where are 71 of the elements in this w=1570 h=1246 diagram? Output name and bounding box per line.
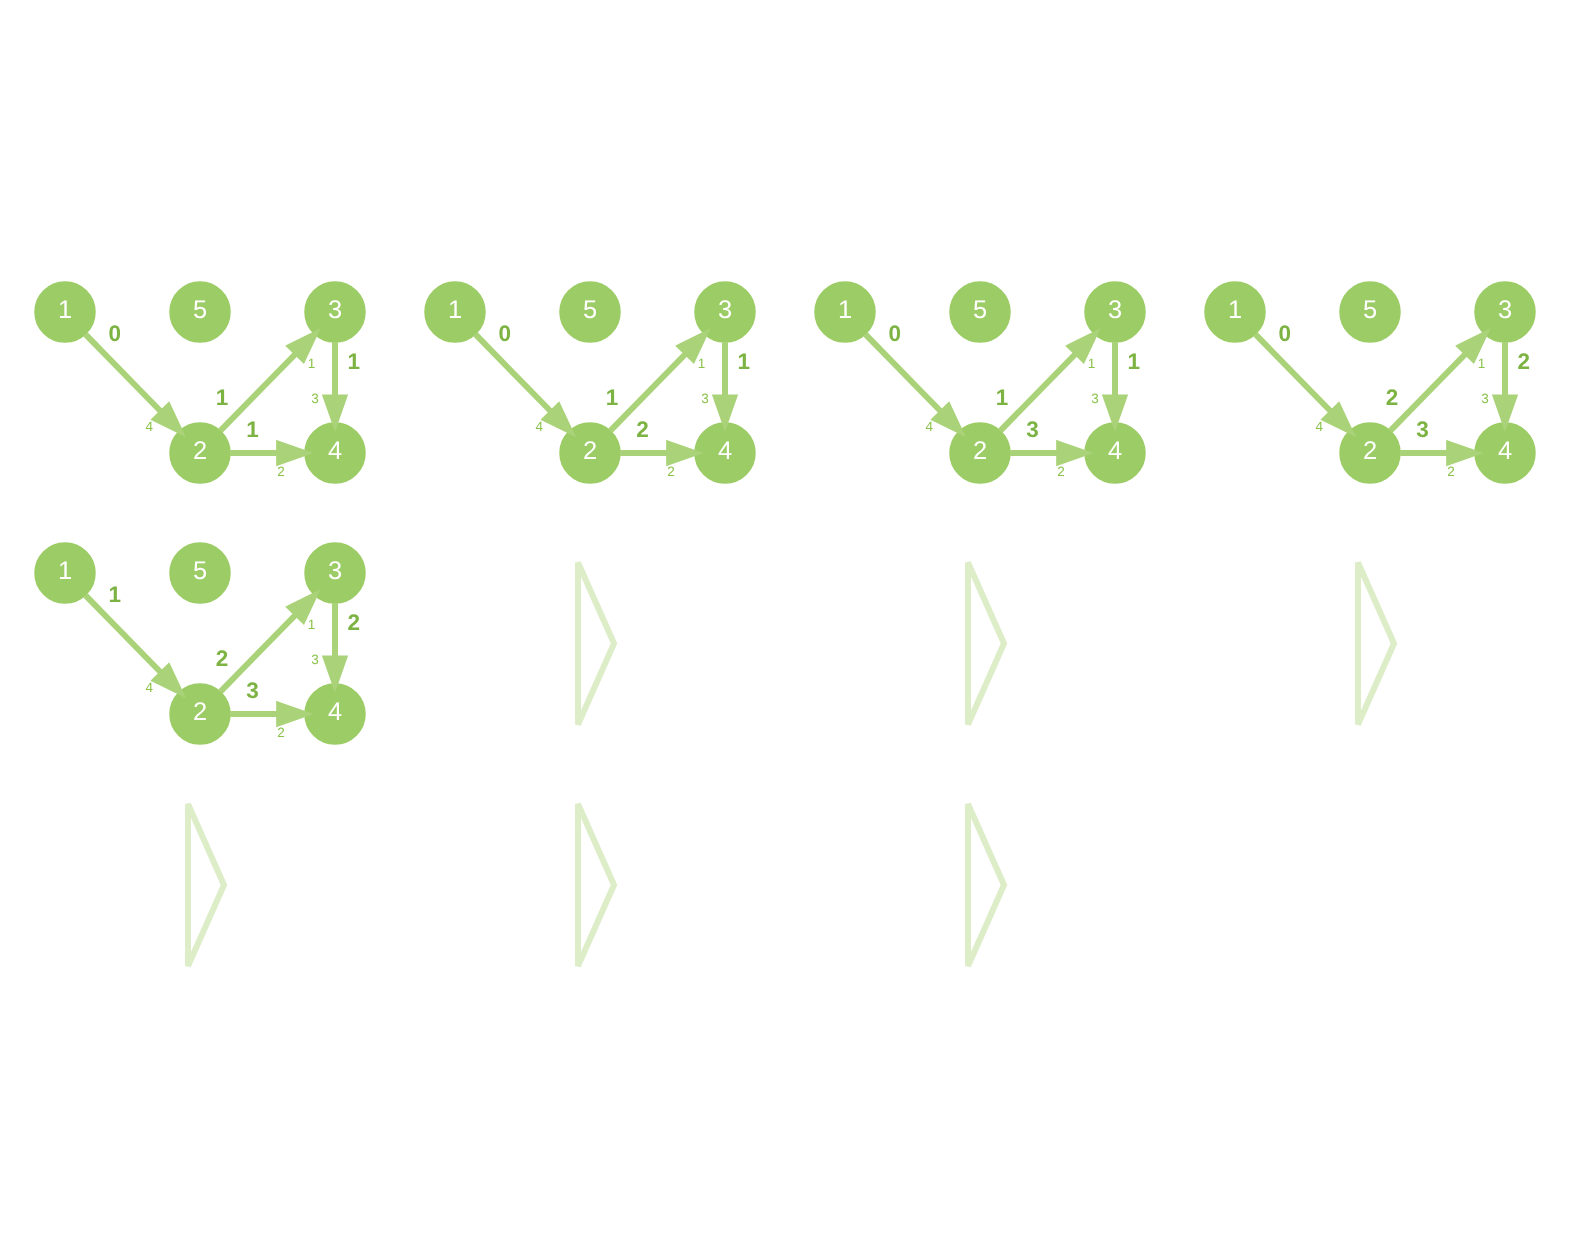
node-circle: 1 (814, 280, 876, 342)
node-circle: 1 (424, 280, 486, 342)
edge-label: 2 (215, 646, 229, 671)
node-circle: 5 (169, 280, 231, 342)
node-circle: 5 (169, 541, 231, 603)
arrow (998, 326, 1101, 432)
node-circle: 4 (1084, 421, 1146, 483)
edge-label: 2 (347, 610, 361, 635)
node-circle: 2 (169, 682, 231, 744)
node-chevron (1355, 558, 1398, 727)
node-circle: 1 (1204, 280, 1266, 342)
node-circle: 3 (304, 280, 366, 342)
edge-label: 1 (995, 385, 1009, 410)
edge-label: 1 (246, 418, 259, 443)
edge-label: 2 (1385, 385, 1399, 410)
node-chevron (185, 800, 228, 968)
node-circle: 3 (1084, 280, 1146, 342)
arrow (321, 341, 349, 432)
arrow (863, 331, 967, 437)
node-circle: 5 (949, 280, 1011, 342)
node-circle: 2 (559, 421, 621, 483)
edge-label: 1 (347, 349, 361, 374)
edge-label: 2 (636, 418, 649, 443)
node-circle: 4 (1474, 421, 1536, 483)
node-chevron (575, 800, 618, 968)
arrow (230, 438, 314, 466)
edge-label: 1 (737, 349, 751, 374)
edge-label: 0 (1278, 322, 1292, 347)
node-circle: 1 (34, 280, 96, 342)
node-circle: 5 (1339, 280, 1401, 342)
arrow (321, 602, 349, 693)
node-chevron (575, 558, 618, 727)
arrow (1010, 438, 1094, 466)
node-chevron (965, 800, 1008, 968)
arrow (218, 326, 321, 432)
arrow (1400, 438, 1484, 466)
edge-label: 1 (1127, 349, 1141, 374)
node-circle: 4 (304, 421, 366, 483)
node-circle: 3 (304, 541, 366, 603)
arrow (83, 592, 187, 698)
arrow (473, 331, 577, 437)
arrow (608, 326, 711, 432)
edge-label: 3 (246, 679, 259, 704)
arrow (620, 438, 704, 466)
edge-label: 0 (888, 322, 902, 347)
edge-label: 3 (1416, 418, 1429, 443)
node-circle: 4 (304, 682, 366, 744)
edge-label: 0 (498, 322, 512, 347)
arrow (1101, 341, 1129, 431)
edge-label: 1 (108, 583, 122, 608)
node-circle: 2 (1339, 421, 1401, 483)
node-circle: 5 (559, 280, 621, 342)
node-circle: 3 (694, 280, 756, 342)
node-circle: 2 (949, 421, 1011, 483)
node-circle: 3 (1474, 280, 1536, 342)
edge-label: 2 (1517, 349, 1531, 374)
node-circle: 2 (169, 421, 231, 483)
arrow (218, 587, 321, 693)
edge-label: 0 (108, 322, 122, 347)
edge-label: 3 (1026, 418, 1039, 443)
arrow (1491, 341, 1519, 431)
node-chevron (965, 558, 1008, 727)
edge-label: 1 (605, 385, 619, 410)
arrow (711, 341, 739, 431)
arrow (230, 699, 314, 727)
arrow (83, 331, 187, 437)
edge-label: 1 (215, 385, 229, 410)
arrow (1388, 326, 1491, 432)
node-circle: 1 (34, 541, 96, 603)
arrow (1253, 331, 1357, 437)
node-circle: 4 (694, 421, 756, 483)
